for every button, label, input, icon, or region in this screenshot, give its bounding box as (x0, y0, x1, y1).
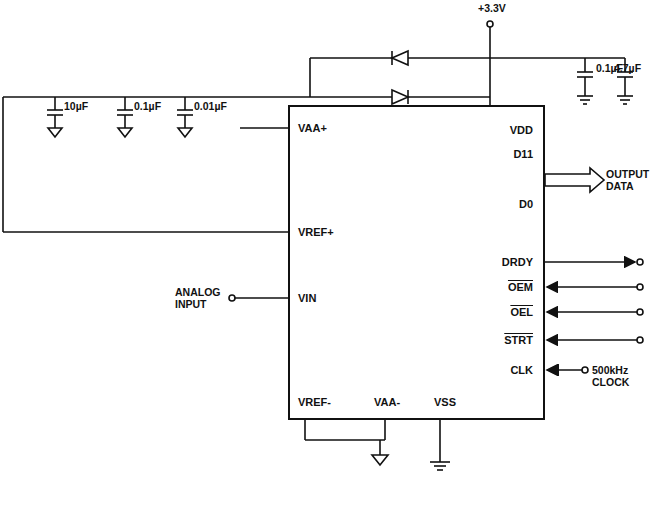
signal-label: OUTPUT DATA (606, 168, 654, 192)
pin-name: CLK (510, 364, 533, 376)
pin-name: DRDY (502, 256, 533, 268)
signal-label: +3.3V (478, 2, 538, 14)
signal-label: ANALOG INPUT (175, 286, 229, 310)
pin-name: VAA- (374, 396, 400, 408)
pin-name: VAA+ (298, 122, 327, 134)
pin-name: OEL (510, 306, 533, 318)
adc-chip: VAA+ VREF+ VIN VREF- VAA- VSS VDD D11D0DRDY OEM O… (288, 105, 545, 420)
signal-label: 500kHz CLOCK (592, 364, 654, 388)
signal-label: 4.7µF (614, 62, 654, 74)
pin-name: VSS (434, 396, 456, 408)
signal-label: 10µF (64, 100, 114, 112)
signal-label: 0.01µF (194, 100, 244, 112)
pin-name: D0 (519, 198, 533, 210)
pin-name: STRT (504, 334, 533, 346)
pin-name: VDD (510, 124, 533, 136)
pin-name: VIN (298, 292, 316, 304)
pin-name: VREF- (298, 396, 331, 408)
signal-label: 0.1µF (134, 100, 184, 112)
pin-name: D11 (513, 148, 533, 160)
pin-name: OEM (508, 281, 533, 293)
pin-name: VREF+ (298, 226, 334, 238)
